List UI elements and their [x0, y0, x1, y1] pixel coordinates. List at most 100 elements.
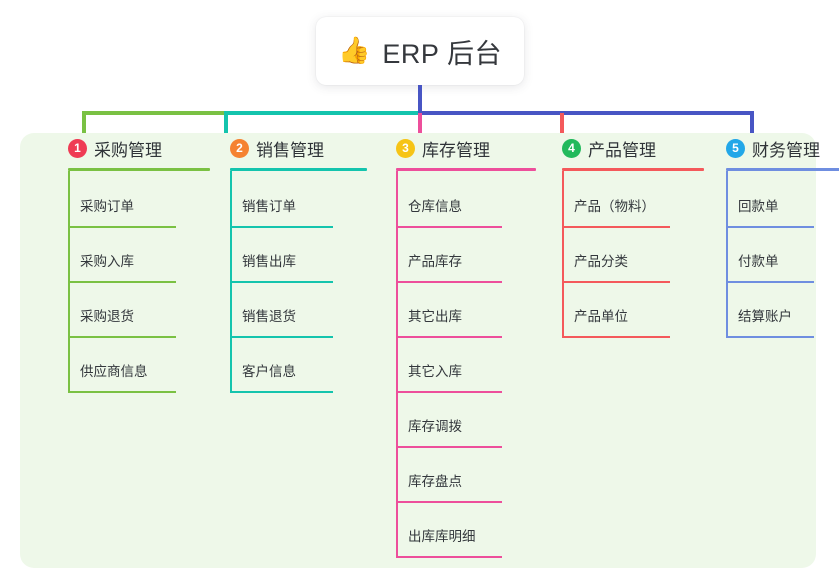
branch-title-1: 采购管理	[94, 140, 162, 160]
branch-item-underline	[562, 226, 670, 228]
branch-number-badge-5: 5	[726, 138, 745, 158]
branch-item-list-2: 销售订单销售出库销售退货客户信息	[212, 171, 367, 401]
branch-item-underline	[396, 556, 502, 558]
diagram-canvas: 1 采购管理采购订单采购入库采购退货供应商信息 2 销售管理销售订单销售出库销售退货客…	[20, 133, 839, 568]
branch-item-label: 供应商信息	[80, 364, 148, 379]
branch-item-underline	[230, 226, 333, 228]
branch-item-list-1: 采购订单采购入库采购退货供应商信息	[50, 171, 210, 401]
branch-column-4: 4 产品管理产品（物料） 产品分类产品单位	[544, 133, 704, 346]
branch-item[interactable]: 其它入库	[378, 346, 536, 401]
branch-item-underline	[396, 336, 502, 338]
branch-item-underline	[726, 336, 814, 338]
branch-item[interactable]: 产品单位	[544, 291, 704, 346]
branch-item-underline	[230, 391, 333, 393]
branch-item-list-3: 仓库信息产品库存其它出库其它入库库存调拨库存盘点出库库明细	[378, 171, 536, 566]
branch-item-list-5: 回款单付款单结算账户	[708, 171, 839, 346]
branch-item[interactable]: 客户信息	[212, 346, 367, 401]
branch-item-label: 仓库信息	[408, 199, 462, 214]
branch-item[interactable]: 结算账户	[708, 291, 839, 346]
branch-item-label: 付款单	[738, 254, 779, 269]
branch-item[interactable]: 出库库明细	[378, 511, 536, 566]
branch-column-1: 1 采购管理采购订单采购入库采购退货供应商信息	[50, 133, 210, 401]
bus-segment-green	[82, 111, 224, 115]
connector-drop-4	[560, 113, 564, 143]
branch-item-label: 产品分类	[574, 254, 628, 269]
thumbs-up-icon: 👍	[338, 35, 371, 65]
branch-underline-3	[396, 168, 536, 171]
branch-item-label: 出库库明细	[408, 529, 476, 544]
branch-item[interactable]: 产品分类	[544, 236, 704, 291]
branch-item-underline	[68, 226, 176, 228]
branch-title-5: 财务管理	[752, 140, 820, 160]
branch-item-label: 采购退货	[80, 309, 134, 324]
branch-underline-2	[230, 168, 367, 171]
branch-spine-5	[726, 171, 728, 338]
connector-drop-1	[82, 113, 86, 143]
branch-item[interactable]: 回款单	[708, 181, 839, 236]
branch-title-4: 产品管理	[588, 140, 656, 160]
trunk-connector	[418, 85, 422, 113]
branch-item[interactable]: 仓库信息	[378, 181, 536, 236]
branch-spine-3	[396, 171, 398, 558]
branch-underline-4	[562, 168, 704, 171]
branch-item[interactable]: 付款单	[708, 236, 839, 291]
branch-item-underline	[726, 226, 814, 228]
branch-item[interactable]: 产品（物料）	[544, 181, 704, 236]
branch-item-label: 库存调拨	[408, 419, 462, 434]
branch-item[interactable]: 其它出库	[378, 291, 536, 346]
branch-underline-1	[68, 168, 210, 171]
branch-item[interactable]: 销售出库	[212, 236, 367, 291]
branch-item-label: 结算账户	[738, 309, 792, 324]
branch-underline-5	[726, 168, 839, 171]
branch-spine-4	[562, 171, 564, 338]
bus-segment-blue	[418, 111, 754, 115]
branch-item-underline	[562, 336, 670, 338]
branch-item[interactable]: 销售退货	[212, 291, 367, 346]
branch-item[interactable]: 供应商信息	[50, 346, 210, 401]
branch-item[interactable]: 采购订单	[50, 181, 210, 236]
branch-item-underline	[396, 501, 502, 503]
branch-column-3: 3 库存管理仓库信息产品库存其它出库其它入库库存调拨库存盘点出库库明细	[378, 133, 536, 566]
branch-item-label: 销售出库	[242, 254, 296, 269]
bus-segment-teal	[224, 111, 418, 115]
branch-header-5[interactable]: 5 财务管理	[708, 133, 839, 163]
branch-item-label: 库存盘点	[408, 474, 462, 489]
branch-number-badge-4: 4	[562, 138, 581, 158]
branch-item-underline	[396, 391, 502, 393]
root-node-card[interactable]: 👍 ERP 后台	[316, 17, 524, 85]
branch-item-label: 销售退货	[242, 309, 296, 324]
branch-title-3: 库存管理	[422, 140, 490, 160]
branch-header-4[interactable]: 4 产品管理	[544, 133, 704, 163]
connector-drop-3	[418, 113, 422, 143]
branch-item-label: 其它入库	[408, 364, 462, 379]
branch-column-2: 2 销售管理销售订单销售出库销售退货客户信息	[212, 133, 367, 401]
branch-header-2[interactable]: 2 销售管理	[212, 133, 367, 163]
connector-drop-5	[750, 113, 754, 143]
branch-header-3[interactable]: 3 库存管理	[378, 133, 536, 163]
branch-column-5: 5 财务管理回款单付款单结算账户	[708, 133, 839, 346]
branch-item-underline	[726, 281, 814, 283]
branch-item[interactable]: 采购入库	[50, 236, 210, 291]
branch-item-label: 产品库存	[408, 254, 462, 269]
branch-item[interactable]: 产品库存	[378, 236, 536, 291]
branch-item-underline	[396, 226, 502, 228]
branch-item[interactable]: 库存盘点	[378, 456, 536, 511]
branch-item-underline	[230, 281, 333, 283]
branch-item-underline	[230, 336, 333, 338]
branch-item-label: 产品（物料）	[574, 199, 655, 214]
root-node-title: ERP 后台	[382, 38, 502, 69]
branch-item[interactable]: 销售订单	[212, 181, 367, 236]
branch-title-2: 销售管理	[256, 140, 324, 160]
branch-item-underline	[68, 281, 176, 283]
branch-item-underline	[562, 281, 670, 283]
branch-number-badge-2: 2	[230, 138, 249, 158]
branch-item-label: 其它出库	[408, 309, 462, 324]
branch-number-badge-1: 1	[68, 138, 87, 158]
branch-item-label: 产品单位	[574, 309, 628, 324]
branch-header-1[interactable]: 1 采购管理	[50, 133, 210, 163]
connector-drop-2	[224, 113, 228, 143]
branch-item[interactable]: 采购退货	[50, 291, 210, 346]
branch-number-badge-3: 3	[396, 138, 415, 158]
branch-item[interactable]: 库存调拨	[378, 401, 536, 456]
